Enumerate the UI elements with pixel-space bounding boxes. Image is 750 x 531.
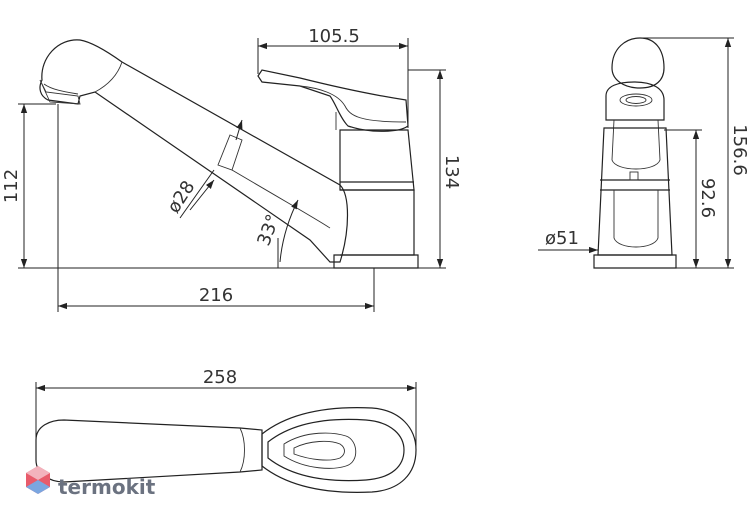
top-spout <box>35 419 263 483</box>
side-view: 112 216 105.5 134 ø28 33° <box>1 26 462 312</box>
top-view: 258 <box>35 367 417 493</box>
brand-logo: termokit <box>26 466 156 499</box>
side-body <box>339 129 415 191</box>
brand-name: termokit <box>58 475 156 499</box>
dim-spout-angle: 33° <box>254 212 285 249</box>
front-view: 156.6 92.6 ø51 <box>538 37 750 269</box>
side-spout <box>39 39 349 263</box>
dim-top-length: 258 <box>203 367 237 388</box>
dim-front-height: 156.6 <box>729 124 750 176</box>
side-handle <box>257 69 409 132</box>
front-base <box>593 254 677 269</box>
side-base <box>333 254 419 269</box>
front-body <box>597 127 673 256</box>
dim-handle-reach: 105.5 <box>308 26 360 47</box>
dim-spout-height: 112 <box>1 169 22 203</box>
dim-base-diameter: ø51 <box>545 228 579 249</box>
dim-spout-diameter: ø28 <box>163 177 199 217</box>
dim-spout-reach: 216 <box>199 285 233 306</box>
dim-front-body-height: 92.6 <box>697 178 718 218</box>
top-handle-ring <box>261 407 417 493</box>
front-handle <box>611 37 665 89</box>
dim-total-height: 134 <box>441 155 462 189</box>
